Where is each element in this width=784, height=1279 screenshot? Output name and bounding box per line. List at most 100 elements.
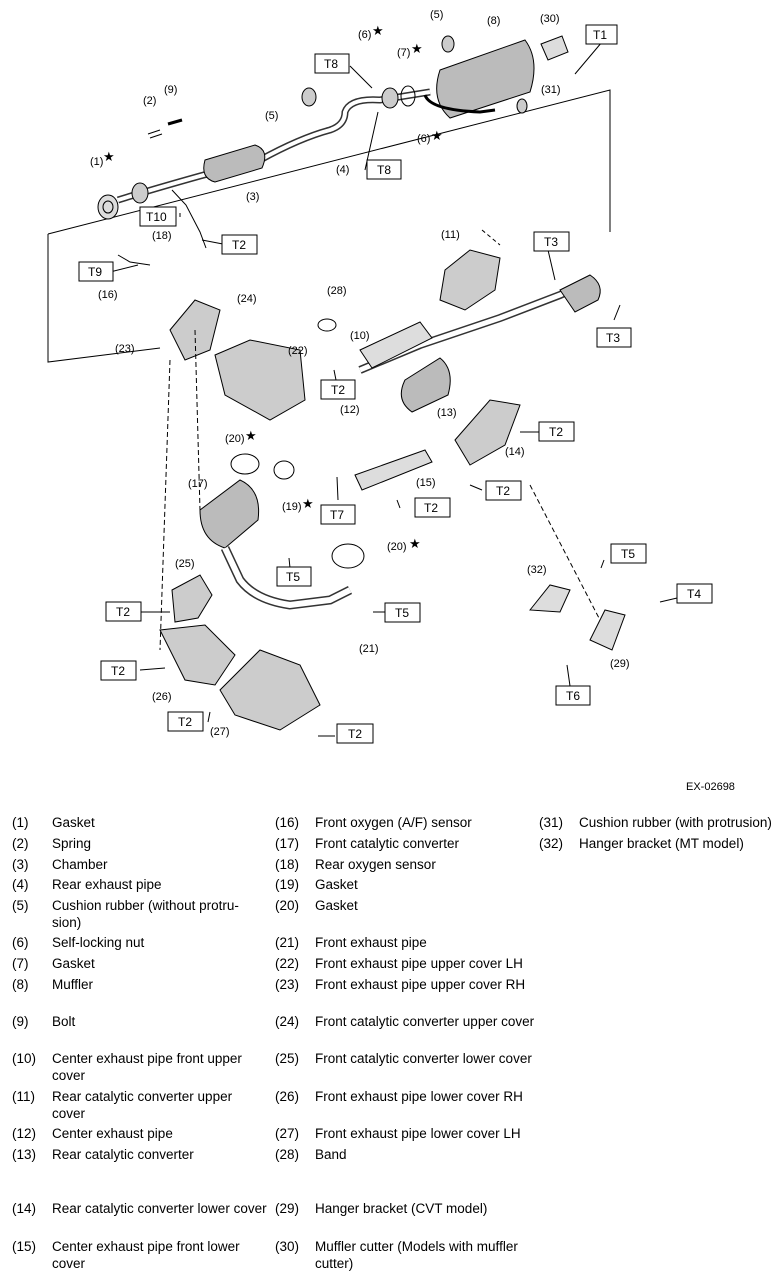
muffler bbox=[436, 39, 535, 119]
callout-6-bottom: (6) bbox=[417, 133, 430, 145]
callout-27: (27) bbox=[210, 726, 230, 738]
torque-t2-rear-cat: T2 bbox=[549, 425, 563, 439]
torque-t1: T1 bbox=[593, 28, 607, 42]
torque-t3-bottom: T3 bbox=[606, 331, 620, 345]
bolt bbox=[167, 118, 183, 126]
callout-26: (26) bbox=[152, 691, 172, 703]
hanger-bracket-cvt bbox=[589, 609, 626, 651]
callout-18: (18) bbox=[152, 230, 172, 242]
chamber bbox=[203, 144, 266, 183]
callout-2: (2) bbox=[143, 95, 156, 107]
star-1: ★ bbox=[103, 149, 115, 164]
torque-t2-sensor: T2 bbox=[232, 238, 246, 252]
torque-t4: T4 bbox=[687, 587, 701, 601]
torque-t5-bracket: T5 bbox=[621, 547, 635, 561]
callout-5-left: (5) bbox=[265, 110, 278, 122]
leader-dashed-1 bbox=[529, 484, 601, 621]
torque-t2-bottom: T2 bbox=[348, 727, 362, 741]
boundary-line-left bbox=[47, 234, 161, 363]
torque-t5-pipe: T5 bbox=[395, 606, 409, 620]
torque-t3-top: T3 bbox=[544, 235, 558, 249]
torque-t7: T7 bbox=[330, 508, 344, 522]
rear-exhaust-pipe bbox=[116, 88, 431, 204]
callout-7: (7) bbox=[397, 47, 410, 59]
torque-t2-rear-cat-lower: T2 bbox=[496, 484, 510, 498]
callout-13: (13) bbox=[437, 407, 457, 419]
gasket-7 bbox=[400, 85, 416, 107]
torque-t2-lower-left: T2 bbox=[116, 605, 130, 619]
callout-19: (19) bbox=[282, 501, 302, 513]
callout-4: (4) bbox=[336, 164, 349, 176]
callout-5-right: (5) bbox=[430, 9, 443, 21]
gasket-19 bbox=[273, 460, 295, 480]
torque-t8-bottom: T8 bbox=[377, 163, 391, 177]
torque-t2-center-lower: T2 bbox=[424, 501, 438, 515]
callout-1: (1) bbox=[90, 156, 103, 168]
center-pipe-front-lower-cover bbox=[354, 449, 433, 491]
front-oxygen-sensor-wire bbox=[117, 254, 151, 266]
torque-t2-cover-lh: T2 bbox=[178, 715, 192, 729]
star-6-top: ★ bbox=[372, 23, 384, 38]
center-pipe-front-upper-cover bbox=[359, 321, 433, 369]
star-20-right: ★ bbox=[409, 536, 421, 551]
callout-22: (22) bbox=[288, 345, 308, 357]
torque-t6: T6 bbox=[566, 689, 580, 703]
torque-t5-front: T5 bbox=[286, 570, 300, 584]
callout-20-right: (20) bbox=[387, 541, 407, 553]
callout-11: (11) bbox=[441, 229, 460, 241]
torque-t2-cover-rh: T2 bbox=[111, 664, 125, 678]
pipe-end-flange bbox=[559, 274, 601, 313]
front-pipe-lower-cover-rh bbox=[159, 624, 236, 686]
cushion-rubber-31 bbox=[516, 98, 528, 114]
callout-14: (14) bbox=[505, 446, 525, 458]
callout-16: (16) bbox=[98, 289, 118, 301]
front-catalytic-converter bbox=[199, 479, 260, 549]
callout-28: (28) bbox=[327, 285, 347, 297]
star-20-top: ★ bbox=[245, 428, 257, 443]
callout-29: (29) bbox=[610, 658, 630, 670]
callout-8: (8) bbox=[487, 15, 500, 27]
hanger-bracket-mt bbox=[529, 584, 571, 613]
muffler-hanger bbox=[423, 94, 496, 114]
callout-12: (12) bbox=[340, 404, 360, 416]
star-19: ★ bbox=[302, 496, 314, 511]
callout-20-top: (20) bbox=[225, 433, 245, 445]
gasket-1 bbox=[97, 194, 119, 220]
callout-17: (17) bbox=[188, 478, 208, 490]
gasket-20-right bbox=[331, 543, 365, 569]
star-7: ★ bbox=[411, 41, 423, 56]
muffler-cutter bbox=[540, 35, 569, 61]
torque-t8-top: T8 bbox=[324, 57, 338, 71]
callout-23: (23) bbox=[115, 343, 135, 355]
star-6-bottom: ★ bbox=[431, 128, 443, 143]
callout-32: (32) bbox=[527, 564, 547, 576]
torque-t2-band: T2 bbox=[331, 383, 345, 397]
cushion-rubber-left bbox=[301, 87, 317, 107]
callout-6-top: (6) bbox=[358, 29, 371, 41]
spring bbox=[147, 129, 163, 139]
callout-10: (10) bbox=[350, 330, 370, 342]
callout-15: (15) bbox=[416, 477, 436, 489]
rear-cat-lower-cover bbox=[454, 399, 521, 466]
callout-25: (25) bbox=[175, 558, 195, 570]
boundary-line-top bbox=[47, 89, 611, 235]
callout-24: (24) bbox=[237, 293, 257, 305]
callout-30: (30) bbox=[540, 13, 560, 25]
front-cat-lower-cover bbox=[171, 574, 213, 623]
exhaust-system-diagram: (1) (2) (3) (4) (5) (5) (6) (6) (7) (8) … bbox=[47, 9, 713, 744]
callout-21: (21) bbox=[359, 643, 379, 655]
gasket-20-top bbox=[230, 453, 260, 475]
callout-3: (3) bbox=[246, 191, 259, 203]
callout-9: (9) bbox=[164, 84, 177, 96]
callout-31: (31) bbox=[541, 84, 561, 96]
front-pipe-lower-cover-lh bbox=[219, 649, 321, 731]
band bbox=[317, 318, 337, 332]
rear-catalytic-converter bbox=[400, 357, 451, 413]
rear-cat-upper-cover bbox=[439, 249, 501, 311]
torque-t10: T10 bbox=[146, 210, 167, 224]
leader-dashed-2 bbox=[159, 359, 171, 651]
torque-t9: T9 bbox=[88, 265, 102, 279]
rear-oxygen-sensor-wire bbox=[171, 189, 207, 249]
cushion-rubber-right bbox=[441, 35, 455, 53]
front-pipe-upper-cover-lh bbox=[214, 339, 306, 421]
